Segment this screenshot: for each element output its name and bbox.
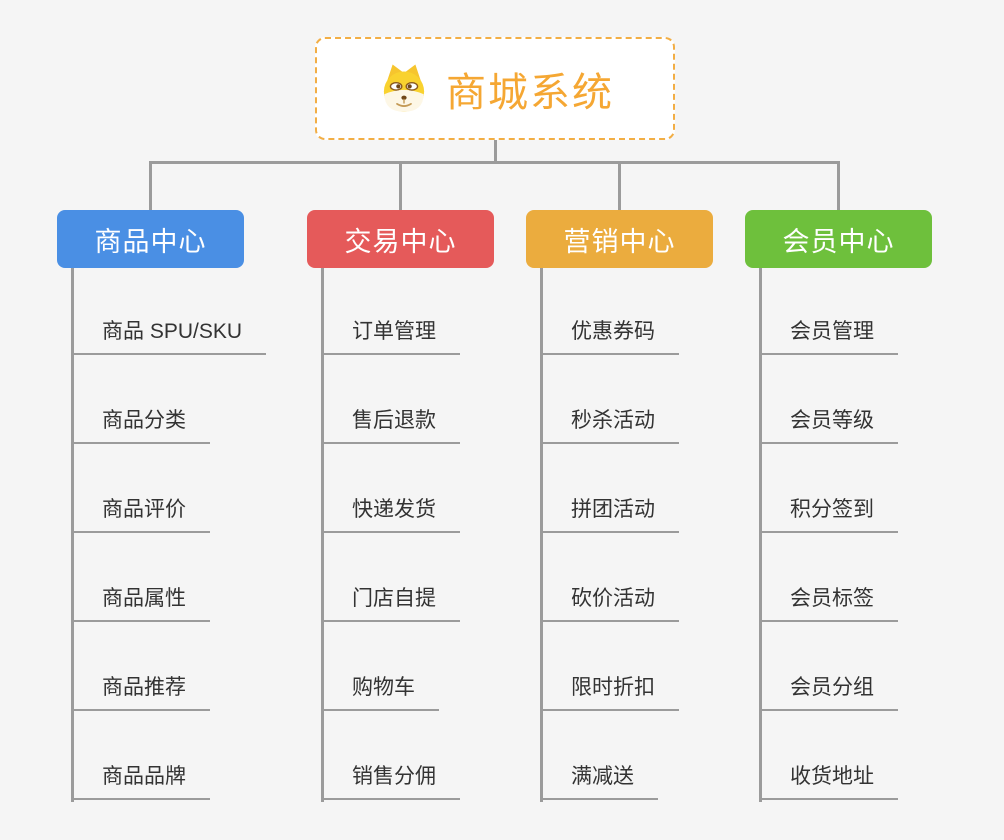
connector-root-stub — [494, 140, 497, 163]
child-label: 商品推荐 — [71, 667, 210, 711]
branch-node-product-center[interactable]: 商品中心 — [57, 210, 244, 268]
child-node[interactable]: 收货地址 — [759, 756, 898, 800]
child-label: 商品分类 — [71, 400, 210, 444]
connector-spine-product — [71, 268, 74, 802]
connector-drop-product — [149, 163, 152, 210]
child-label: 积分签到 — [759, 489, 898, 533]
connector-rail — [149, 161, 840, 164]
child-node[interactable]: 门店自提 — [321, 578, 460, 622]
connector-spine-trade — [321, 268, 324, 802]
child-label: 秒杀活动 — [540, 400, 679, 444]
child-label: 商品 SPU/SKU — [71, 311, 267, 355]
child-node[interactable]: 商品 SPU/SKU — [71, 311, 267, 355]
child-node[interactable]: 售后退款 — [321, 400, 460, 444]
child-label: 会员分组 — [759, 667, 898, 711]
child-node[interactable]: 会员等级 — [759, 400, 898, 444]
child-node[interactable]: 会员管理 — [759, 311, 898, 355]
child-label: 商品属性 — [71, 578, 210, 622]
branch-label: 会员中心 — [782, 226, 895, 257]
connector-drop-trade — [399, 163, 402, 210]
branch-label: 交易中心 — [344, 226, 457, 257]
child-node[interactable]: 商品品牌 — [71, 756, 210, 800]
child-node[interactable]: 订单管理 — [321, 311, 460, 355]
child-node[interactable]: 快递发货 — [321, 489, 460, 533]
child-label: 拼团活动 — [540, 489, 679, 533]
child-label: 满减送 — [540, 756, 658, 800]
child-label: 砍价活动 — [540, 578, 679, 622]
child-label: 订单管理 — [321, 311, 460, 355]
child-label: 快递发货 — [321, 489, 460, 533]
child-node[interactable]: 会员分组 — [759, 667, 898, 711]
child-label: 优惠券码 — [540, 311, 679, 355]
child-node[interactable]: 砍价活动 — [540, 578, 679, 622]
branch-node-trade-center[interactable]: 交易中心 — [307, 210, 494, 268]
dog-face-icon — [383, 64, 425, 112]
connector-drop-marketing — [618, 163, 621, 210]
child-label: 购物车 — [321, 667, 439, 711]
branch-node-member-center[interactable]: 会员中心 — [745, 210, 932, 268]
root-node-mall-system[interactable]: 商城系统 — [315, 37, 675, 140]
child-label: 售后退款 — [321, 400, 460, 444]
child-label: 收货地址 — [759, 756, 898, 800]
child-node[interactable]: 限时折扣 — [540, 667, 679, 711]
child-label: 会员管理 — [759, 311, 898, 355]
child-label: 商品评价 — [71, 489, 210, 533]
child-node[interactable]: 积分签到 — [759, 489, 898, 533]
child-node[interactable]: 商品推荐 — [71, 667, 210, 711]
connector-spine-member — [759, 268, 762, 802]
child-node[interactable]: 优惠券码 — [540, 311, 679, 355]
child-node[interactable]: 秒杀活动 — [540, 400, 679, 444]
child-node[interactable]: 商品评价 — [71, 489, 210, 533]
child-node[interactable]: 满减送 — [540, 756, 658, 800]
connector-drop-member — [837, 163, 840, 210]
child-node[interactable]: 拼团活动 — [540, 489, 679, 533]
child-label: 门店自提 — [321, 578, 460, 622]
child-node[interactable]: 会员标签 — [759, 578, 898, 622]
child-label: 限时折扣 — [540, 667, 679, 711]
branch-label: 营销中心 — [563, 226, 676, 257]
child-node[interactable]: 商品分类 — [71, 400, 210, 444]
branch-label: 商品中心 — [94, 226, 207, 257]
child-label: 商品品牌 — [71, 756, 210, 800]
child-label: 会员标签 — [759, 578, 898, 622]
branch-node-marketing-center[interactable]: 营销中心 — [526, 210, 713, 268]
root-title: 商城系统 — [446, 70, 614, 115]
child-node[interactable]: 商品属性 — [71, 578, 210, 622]
child-node[interactable]: 销售分佣 — [321, 756, 460, 800]
connector-spine-marketing — [540, 268, 543, 802]
child-label: 销售分佣 — [321, 756, 460, 800]
child-label: 会员等级 — [759, 400, 898, 444]
child-node[interactable]: 购物车 — [321, 667, 439, 711]
